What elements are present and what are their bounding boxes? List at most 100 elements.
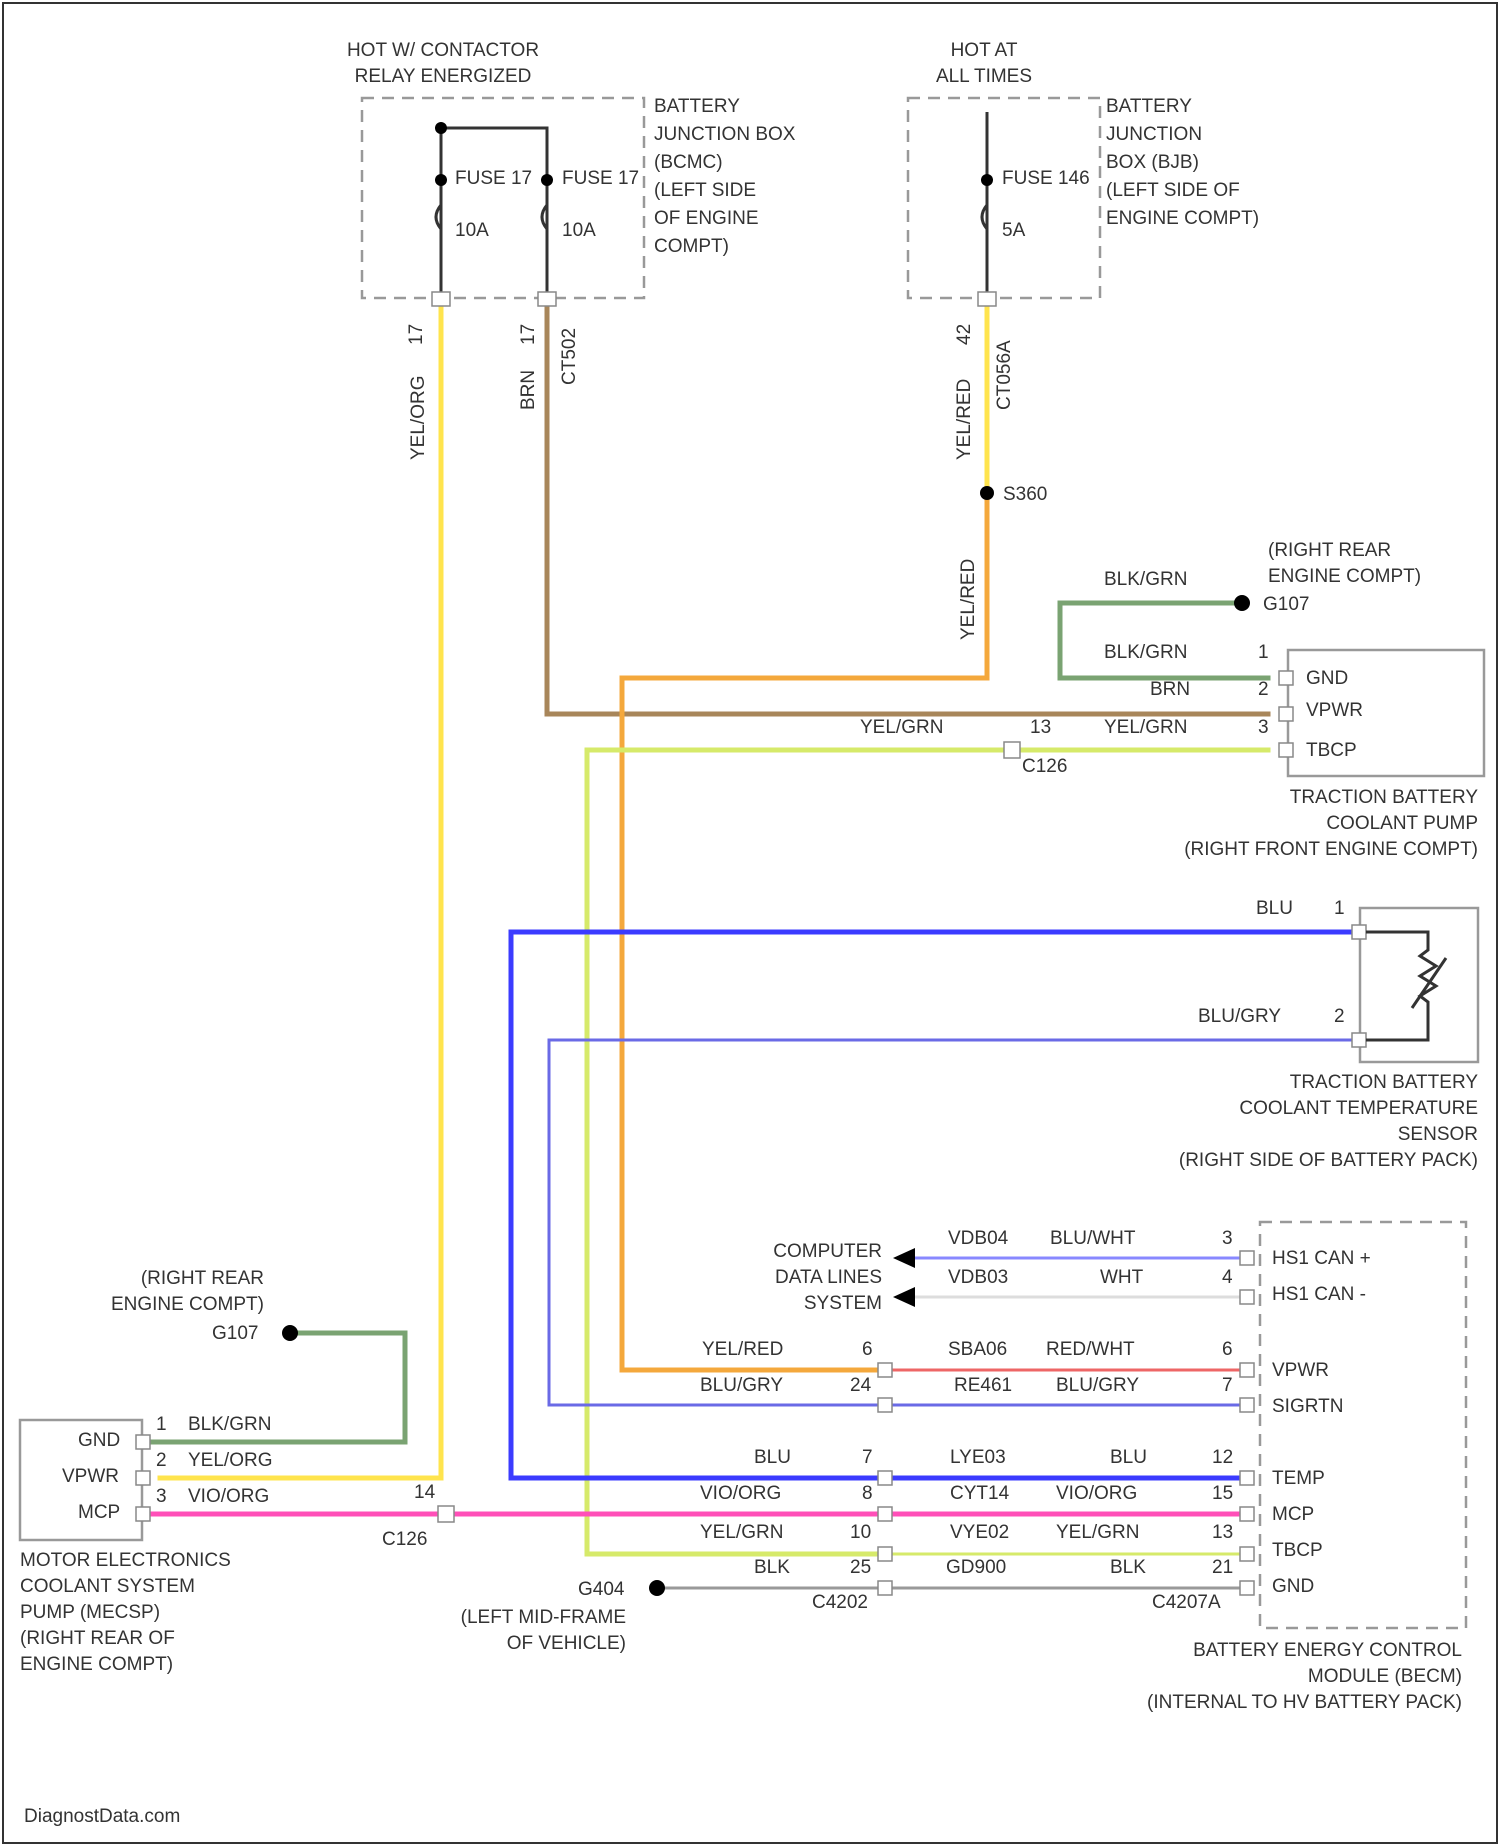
becm-row-vpwr-circuit: SBA06 xyxy=(948,1339,1007,1360)
pump-connector-pin: 13 xyxy=(1030,717,1051,738)
becm-row-sigrtn-right-color: BLU/GRY xyxy=(1056,1375,1139,1396)
becm-row-temp-circuit: LYE03 xyxy=(950,1447,1006,1468)
fuse-17-a-terminal xyxy=(432,292,450,306)
pump-harness-color: YEL/GRN xyxy=(860,717,943,738)
g107-bottom-id: G107 xyxy=(212,1323,258,1344)
becm-row-gnd-right-pin: 21 xyxy=(1212,1557,1233,1578)
fuse-17-b-pin xyxy=(541,174,553,186)
c4207a-pin-6 xyxy=(1240,1363,1254,1377)
sensor-label-1: TRACTION BATTERY xyxy=(1290,1072,1479,1093)
mecsp-pin-2-color: YEL/ORG xyxy=(188,1450,272,1471)
wire-b-pin: 17 xyxy=(518,324,539,345)
pump-pin-1-name: GND xyxy=(1306,668,1348,689)
mecsp-pin-3-num: 3 xyxy=(156,1486,167,1507)
becm-row-mcp-right-pin: 15 xyxy=(1212,1483,1233,1504)
fuse-146-wire-circuit: CT056A xyxy=(994,340,1015,410)
becm-can-plus-terminal xyxy=(1240,1251,1254,1265)
mecsp-pin-3-name: MCP xyxy=(78,1502,120,1523)
pump-pin-1-color: BLK/GRN xyxy=(1104,642,1187,663)
becm-row-temp-left-color: BLU xyxy=(754,1447,791,1468)
g107-bottom-location-1: (RIGHT REAR xyxy=(141,1268,264,1289)
becm-row-gnd-left-color: BLK xyxy=(754,1557,790,1578)
mecsp-pin-1-num: 1 xyxy=(156,1414,167,1435)
can-minus-circuit: VDB03 xyxy=(948,1267,1008,1288)
mecsp-label-2: COOLANT SYSTEM xyxy=(20,1576,195,1597)
fuse-heading-2: RELAY ENERGIZED xyxy=(355,66,532,87)
c4207a-label: C4207A xyxy=(1152,1592,1221,1613)
ground-g107-top xyxy=(1234,595,1250,611)
mecsp-pin-3-color: VIO/ORG xyxy=(188,1486,269,1507)
fuse-146-label: FUSE 146 xyxy=(1002,168,1090,189)
can-minus-pin: 4 xyxy=(1222,1267,1233,1288)
g107-top-id: G107 xyxy=(1263,594,1309,615)
can-plus-pin: 3 xyxy=(1222,1228,1233,1249)
c4207a-pin-12 xyxy=(1240,1471,1254,1485)
pump-pin-2-color: BRN xyxy=(1150,679,1190,700)
fuse-146-wire-color: YEL/RED xyxy=(954,379,975,460)
pump-label-1: TRACTION BATTERY xyxy=(1290,787,1479,808)
becm-row-tbcp-right-color: YEL/GRN xyxy=(1056,1522,1139,1543)
fuse-146-pin xyxy=(981,174,993,186)
hot-heading-2: ALL TIMES xyxy=(936,66,1032,87)
splice-s360-label: S360 xyxy=(1003,484,1047,505)
becm-row-sigrtn-left-color: BLU/GRY xyxy=(700,1375,783,1396)
becm-row-vpwr-right-pin: 6 xyxy=(1222,1339,1233,1360)
c4207a-pin-13 xyxy=(1240,1547,1254,1561)
becm-row-mcp-left-color: VIO/ORG xyxy=(700,1483,781,1504)
mecsp-pin-2-name: VPWR xyxy=(62,1466,119,1487)
c126-mecsp-label: C126 xyxy=(382,1529,427,1550)
becm-label-1: BATTERY ENERGY CONTROL xyxy=(1193,1640,1462,1661)
becm-row-tbcp-circuit: VYE02 xyxy=(950,1522,1009,1543)
c4202-pin-10 xyxy=(878,1547,892,1561)
wire-b-color: BRN xyxy=(518,370,539,410)
c4202-pin-24 xyxy=(878,1398,892,1412)
data-lines-label-3: SYSTEM xyxy=(804,1293,882,1314)
wire-a-color: YEL/ORG xyxy=(408,376,429,460)
becm-row-tbcp-left-pin: 10 xyxy=(850,1522,871,1543)
wire-b-circuit: CT502 xyxy=(559,328,580,385)
splice-s360 xyxy=(980,486,994,500)
ground-g107-bottom xyxy=(282,1325,298,1341)
mecsp-pin-1-color: BLK/GRN xyxy=(188,1414,271,1435)
c4207a-pin-7 xyxy=(1240,1398,1254,1412)
sensor-pin-1-num: 1 xyxy=(1334,898,1345,919)
becm-row-vpwr-left-pin: 6 xyxy=(862,1339,873,1360)
fuse-heading-1: HOT W/ CONTACTOR xyxy=(347,40,539,61)
mecsp-pin-3-terminal xyxy=(136,1507,150,1521)
mecsp-pin-1-name: GND xyxy=(78,1430,120,1451)
fuse-17-a-amp: 10A xyxy=(455,220,489,241)
bcmc-label-3: (BCMC) xyxy=(654,152,723,173)
mecsp-label-1: MOTOR ELECTRONICS xyxy=(20,1550,231,1571)
c4202-pin-6 xyxy=(878,1363,892,1377)
bcmc-label-6: COMPT) xyxy=(654,236,729,257)
becm-can-minus-name: HS1 CAN - xyxy=(1272,1284,1366,1305)
c4207a-pin-21 xyxy=(1240,1581,1254,1595)
bcmc-label-4: (LEFT SIDE xyxy=(654,180,756,201)
c126-mecsp-connector xyxy=(438,1506,454,1522)
pump-pin-3-name: TBCP xyxy=(1306,740,1357,761)
yel-red-wire-label: YEL/RED xyxy=(958,559,979,640)
mecsp-connector-pin: 14 xyxy=(414,1482,436,1503)
wire-a-pin: 17 xyxy=(406,324,427,345)
fuse-146-amp: 5A xyxy=(1002,220,1026,241)
wire-blk-grn-pump xyxy=(1060,603,1268,678)
becm-label-2: MODULE (BECM) xyxy=(1308,1666,1462,1687)
fuse-17-b-terminal xyxy=(538,292,556,306)
becm-row-vpwr-left-color: YEL/RED xyxy=(702,1339,783,1360)
becm-row-mcp-name: MCP xyxy=(1272,1504,1314,1525)
bjb-label-1: BATTERY xyxy=(1106,96,1192,117)
sensor-label-3: SENSOR xyxy=(1398,1124,1478,1145)
becm-row-tbcp-right-pin: 13 xyxy=(1212,1522,1233,1543)
pump-pin-3-num: 3 xyxy=(1258,717,1269,738)
sensor-label-4: (RIGHT SIDE OF BATTERY PACK) xyxy=(1179,1150,1478,1171)
becm-row-mcp-circuit: CYT14 xyxy=(950,1483,1010,1504)
pump-pin-2-name: VPWR xyxy=(1306,700,1363,721)
mecsp-pin-1-terminal xyxy=(136,1435,150,1449)
fuse-146-wire-pin: 42 xyxy=(954,324,975,345)
becm-row-sigrtn-name: SIGRTN xyxy=(1272,1396,1343,1417)
pump-label-3: (RIGHT FRONT ENGINE COMPT) xyxy=(1184,839,1478,860)
bcmc-label-2: JUNCTION BOX xyxy=(654,124,796,145)
sensor-pin-2-color: BLU/GRY xyxy=(1198,1006,1281,1027)
pump-pin-3-color: YEL/GRN xyxy=(1104,717,1187,738)
becm-row-vpwr-right-color: RED/WHT xyxy=(1046,1339,1135,1360)
